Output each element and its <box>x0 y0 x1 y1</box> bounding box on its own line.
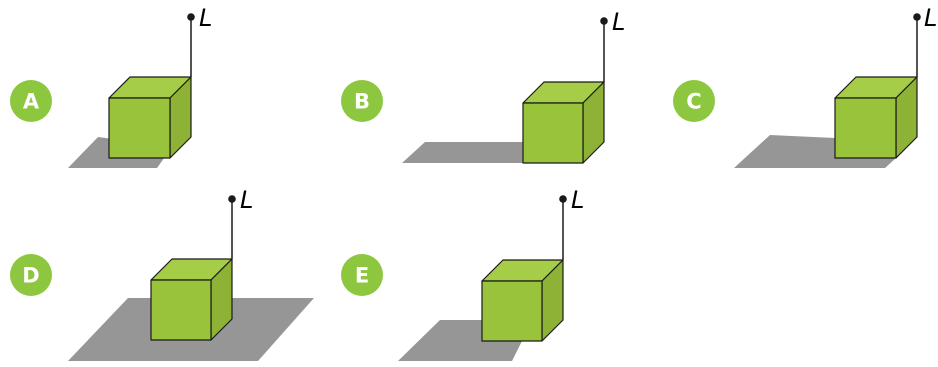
option-a[interactable]: A L <box>10 4 212 168</box>
option-b-lamp-label: L <box>612 8 625 36</box>
option-d-lamp-dot <box>228 195 236 203</box>
option-a-letter: A <box>23 90 40 114</box>
option-d-letter: D <box>22 264 39 288</box>
option-e-cube-front <box>481 280 543 342</box>
option-e-letter: E <box>355 264 369 288</box>
option-c-letter: C <box>686 90 701 114</box>
option-b-cube-front <box>522 102 584 164</box>
option-d[interactable]: D L <box>10 186 314 361</box>
option-e[interactable]: E L <box>341 186 584 361</box>
option-c-cube-front <box>834 97 897 159</box>
option-e-lamp-label: L <box>571 186 584 214</box>
option-d-badge <box>10 254 52 296</box>
option-e-badge <box>341 254 383 296</box>
option-c-lamp-dot <box>913 13 921 21</box>
option-b-badge <box>341 80 383 122</box>
option-a-lamp-dot <box>187 13 195 21</box>
option-a-cube-front <box>108 97 171 159</box>
option-a-badge <box>10 80 52 122</box>
option-e-lamp-dot <box>559 195 567 203</box>
option-b-letter: B <box>354 90 370 114</box>
option-a-lamp-label: L <box>199 4 212 32</box>
option-c-lamp-label: L <box>924 4 937 32</box>
option-d-cube-front <box>150 279 212 341</box>
option-c-shadow <box>734 135 896 168</box>
option-b[interactable]: B L <box>341 8 625 164</box>
option-c[interactable]: C L <box>673 4 937 168</box>
option-b-shadow <box>402 142 523 163</box>
option-b-lamp-dot <box>600 17 608 25</box>
option-d-lamp-label: L <box>240 186 253 214</box>
option-e-shadow <box>398 320 522 361</box>
option-c-badge <box>673 80 715 122</box>
